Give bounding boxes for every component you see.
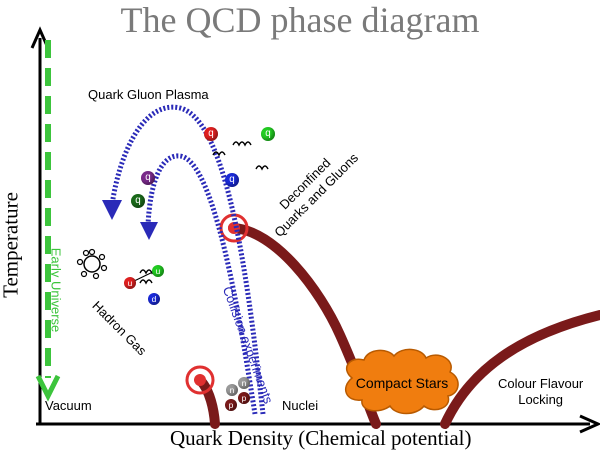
baryon-quark-up-green: u xyxy=(152,265,164,277)
nuclear-endpoint-ring xyxy=(185,365,215,395)
baryon-quark-up-red: u xyxy=(124,277,136,289)
nucleon-neutron: n xyxy=(226,384,238,396)
cfl-label-line1: Colour Flavour xyxy=(498,376,584,391)
nuclear-endpoint xyxy=(194,374,206,386)
diagram-title: The QCD phase diagram xyxy=(120,0,480,40)
y-axis-label: Temperature xyxy=(0,192,23,298)
x-axis-arrowhead xyxy=(579,414,600,434)
quark-darkgreen: q xyxy=(131,194,145,208)
collision-arc-outer-arrowhead xyxy=(102,200,122,220)
gluon-springs xyxy=(139,141,269,285)
vacuum-label: Vacuum xyxy=(45,398,92,413)
early-universe-label: Early Universe xyxy=(48,247,64,333)
nucleon-proton: p xyxy=(238,392,250,404)
cfl-label-line2: Locking xyxy=(518,392,564,407)
nucleon-proton: p xyxy=(225,399,237,411)
cfl-phase-boundary xyxy=(440,310,600,429)
collision-arc-outer xyxy=(109,104,266,415)
early-universe-arrowhead xyxy=(35,374,61,402)
nuclei-label: Nuclei xyxy=(282,398,319,413)
baryon-quark-down-blue: d xyxy=(148,293,160,305)
compact-stars-cloud xyxy=(344,348,459,415)
x-axis-label: Quark Density (Chemical potential) xyxy=(170,426,472,450)
nucleon-neutron: n xyxy=(238,377,250,389)
collision-arc-inner xyxy=(145,153,258,415)
quark-purple: q xyxy=(141,171,155,185)
quark-green: q xyxy=(261,127,275,141)
quark-gluon-plasma-label: Quark Gluon Plasma xyxy=(88,87,209,102)
collision-arc-inner-arrowhead xyxy=(140,222,158,240)
quark-red: q xyxy=(204,127,218,141)
gluon-ball-icon xyxy=(76,248,108,280)
compact-stars-label: Compact Stars xyxy=(355,375,449,391)
colour-flavour-locking-label: Colour Flavour Locking xyxy=(498,376,583,408)
quark-blue: q xyxy=(225,173,239,187)
